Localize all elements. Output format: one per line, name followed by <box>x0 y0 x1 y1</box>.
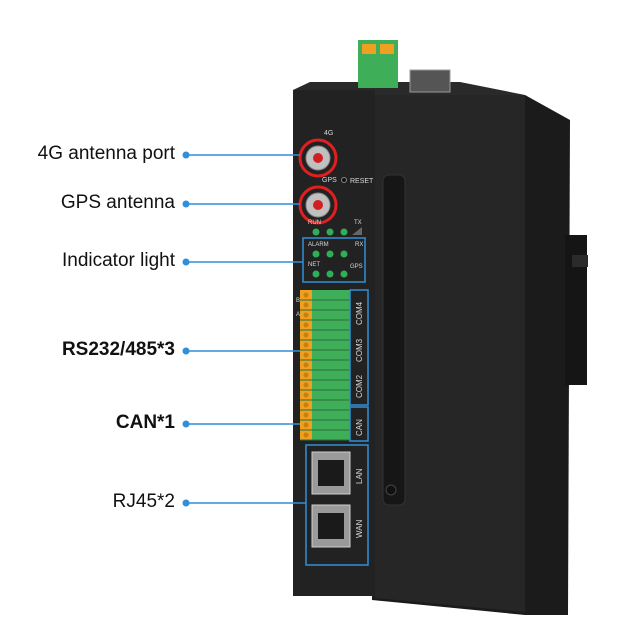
callout-leaders <box>182 151 306 507</box>
din-clip-notch <box>572 255 588 267</box>
terminal-screw-icon <box>303 372 309 378</box>
can-port-highlight-box <box>349 406 369 442</box>
com4-text: COM4 <box>355 301 364 325</box>
pin-b-text: B <box>296 298 300 304</box>
alarm-text: ALARM <box>308 242 329 248</box>
terminal-screw-icon <box>303 352 309 358</box>
run-text: RUN <box>308 220 321 226</box>
tx-text: TX <box>354 220 362 226</box>
gps-led-text: GPS <box>350 264 363 270</box>
terminal-screw-icon <box>303 422 309 428</box>
wan-port-opening <box>318 513 344 539</box>
power-terminal-screw <box>380 44 394 54</box>
terminal-screw-icon <box>303 432 309 438</box>
callout-label-serial-ports: RS232/485*3 <box>61 339 175 360</box>
led-alarm-icon <box>312 250 320 258</box>
can-text: CAN <box>355 419 364 436</box>
power-terminal-screw <box>362 44 376 54</box>
terminal-block <box>312 290 350 440</box>
led-icon <box>326 250 334 258</box>
terminal-screw-icon <box>303 392 309 398</box>
gps-text: GPS <box>322 177 337 184</box>
terminal-pin-separators <box>300 292 350 441</box>
terminal-screw-icon <box>303 382 309 388</box>
callout-label-indicator-light: Indicator light <box>61 250 175 271</box>
lan-port-opening <box>318 460 344 486</box>
lan-text: LAN <box>355 468 364 484</box>
device-right-face <box>375 95 525 612</box>
led-net-icon <box>312 270 320 278</box>
terminal-screw-icon <box>303 402 309 408</box>
terminal-screw-icon <box>303 312 309 318</box>
terminal-screw-icon <box>303 322 309 328</box>
gps-antenna-pin <box>313 200 323 210</box>
led-icon <box>326 228 334 236</box>
din-rail-clip <box>565 235 587 385</box>
indicator-light-highlight-box <box>302 237 366 283</box>
com3-text: COM3 <box>355 338 364 362</box>
device-groove <box>382 174 406 506</box>
led-run-icon <box>312 228 320 236</box>
antenna-4g-text: 4G <box>324 130 333 137</box>
screw-icon <box>385 484 397 496</box>
db9-port <box>409 69 451 93</box>
reset-button[interactable] <box>341 177 347 183</box>
terminal-screw-icon <box>303 362 309 368</box>
reset-text: RESET <box>350 178 374 185</box>
antenna-4g-pin <box>313 153 323 163</box>
led-gps-icon <box>340 270 348 278</box>
led-rx-icon <box>340 250 348 258</box>
serial-ports-highlight-box <box>349 289 369 406</box>
antenna-4g-highlight-ring <box>298 138 338 178</box>
rj45-highlight-box <box>305 444 369 566</box>
gps-antenna-highlight-ring <box>298 185 338 225</box>
terminal-screw-icon <box>303 292 309 298</box>
net-text: NET <box>308 262 320 268</box>
led-icon <box>326 270 334 278</box>
rx-text: RX <box>355 242 363 248</box>
led-icon <box>340 228 348 236</box>
callout-label-gps-antenna: GPS antenna <box>60 192 175 213</box>
wan-text: WAN <box>355 519 364 538</box>
callout-label-4g-antenna-port: 4G antenna port <box>37 143 175 164</box>
terminal-screw-icon <box>303 412 309 418</box>
terminal-screw-icon <box>303 342 309 348</box>
pin-a-text: A <box>296 312 300 318</box>
com2-text: COM2 <box>355 374 364 398</box>
signal-strength-icon <box>352 227 362 235</box>
callout-label-rj45-ports: RJ45*2 <box>112 491 175 512</box>
callout-label-can-port: CAN*1 <box>115 412 175 433</box>
terminal-screw-icon <box>303 302 309 308</box>
terminal-screw-icon <box>303 332 309 338</box>
